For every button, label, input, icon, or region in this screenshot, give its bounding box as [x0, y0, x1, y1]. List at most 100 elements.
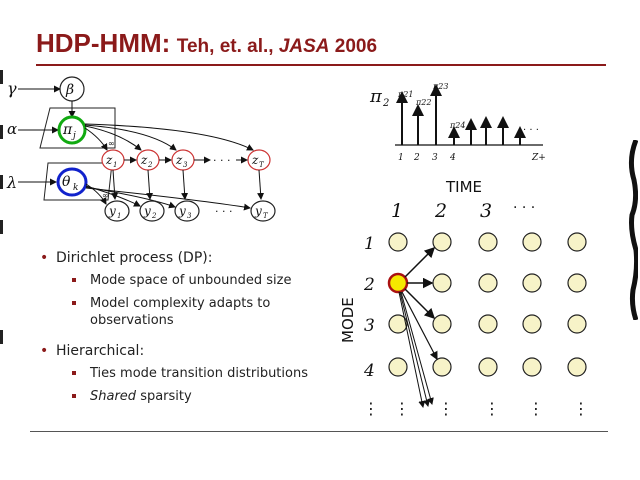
edge-pi-zT — [84, 123, 254, 151]
y1-symbol: y — [108, 204, 116, 218]
title-journal: JASA — [278, 36, 330, 57]
state-node — [567, 273, 587, 293]
stick-tick-1: 1 — [398, 153, 404, 163]
pi-subscript: j — [71, 131, 76, 141]
stick-label-4: π24 — [449, 121, 465, 130]
state-node — [567, 314, 587, 334]
theta-subscript: k — [73, 183, 78, 193]
slide-title: HDP-HMM: Teh, et. al., JASA 2006 — [36, 28, 377, 59]
stick-label-2: π22 — [415, 98, 431, 107]
bottom-rule — [30, 431, 608, 432]
title-main: HDP-HMM: — [36, 28, 171, 58]
edge-pi-z3 — [84, 124, 177, 151]
theta-plate — [43, 162, 113, 201]
state-node — [432, 232, 452, 252]
edge-z1-y1 — [111, 169, 119, 200]
state-node — [567, 232, 587, 252]
column-vellipsis-2: ⋮ — [438, 399, 454, 418]
edge-z2-y2 — [146, 169, 154, 200]
edge-mark — [0, 330, 3, 344]
state-node — [478, 232, 498, 252]
stick-tick-2: 2 — [413, 153, 420, 163]
edge-theta-yT — [85, 187, 251, 211]
state-node — [478, 273, 498, 293]
z3-symbol: z — [175, 153, 183, 167]
theta-plate-label: ∞ — [102, 191, 109, 200]
edge-mark — [0, 70, 3, 84]
y-chain: y 1 y 2 y 3 · · · y T — [104, 200, 276, 222]
bullet-list: Dirichlet process (DP): Mode space of un… — [40, 250, 330, 411]
transition-to-mode-1 — [404, 246, 436, 278]
title-citation: Teh, et. al., JASA 2006 — [177, 36, 377, 57]
bullet-hierarchical: Hierarchical: — [40, 343, 330, 359]
y3-subscript: 3 — [187, 212, 192, 220]
state-node — [522, 314, 542, 334]
y3-symbol: y — [178, 204, 186, 218]
y1-node — [104, 200, 130, 222]
transition-to-mode-3 — [404, 288, 436, 320]
y2-subscript: 2 — [151, 212, 157, 220]
edge-pi-z1 — [84, 127, 108, 151]
z-chain: z 1 z 2 z 3 z T · · · — [101, 149, 271, 171]
pi-node — [57, 115, 87, 145]
stick-plot-label: π — [369, 86, 383, 107]
theta-symbol: θ — [62, 174, 71, 190]
stick-tick-4: 4 — [449, 153, 456, 163]
mode-trellis: TIME MODE 1 2 3 · · · 1 2 3 4 — [339, 178, 589, 418]
time-tick-1: 1 — [391, 200, 403, 222]
title-year: 2006 — [334, 36, 378, 57]
yT-node — [250, 200, 276, 222]
shared-emphasis: Shared — [90, 389, 137, 404]
state-node — [388, 232, 408, 252]
bullet-dp: Dirichlet process (DP): — [40, 250, 330, 266]
pi-plate — [39, 107, 116, 149]
z3-subscript: 3 — [183, 161, 188, 169]
column-vellipsis-3: ⋮ — [484, 399, 500, 418]
yT-symbol: y — [254, 204, 262, 218]
state-node — [478, 314, 498, 334]
transition-to-mode-5 — [400, 291, 434, 405]
zT-subscript: T — [259, 161, 265, 169]
highlighted-state-node — [387, 272, 409, 294]
time-tick-ellipsis: · · · — [513, 200, 535, 216]
state-node — [478, 357, 498, 377]
edge-mark — [0, 220, 3, 234]
state-node — [388, 357, 408, 377]
stick-plot-label-sub: 2 — [382, 98, 389, 109]
stick-label-3: π23 — [432, 82, 448, 91]
mode-tick-vellipsis: ⋮ — [363, 399, 379, 418]
lambda-label: λ — [6, 173, 17, 192]
state-node — [432, 357, 452, 377]
edge-theta-y1 — [85, 183, 107, 205]
mode-tick-3: 3 — [364, 316, 375, 336]
yT-subscript: T — [263, 212, 269, 220]
bullet-hier-sub-1: Ties mode transition distributions — [40, 365, 330, 382]
time-axis-label: TIME — [445, 178, 482, 196]
state-node — [522, 357, 542, 377]
theta-node — [56, 167, 88, 197]
alpha-label: α — [7, 120, 17, 138]
y2-symbol: y — [143, 204, 151, 218]
column-vellipsis-1: ⋮ — [394, 399, 410, 418]
trellis-nodes — [387, 232, 587, 377]
stick-ellipsis: . . . — [523, 122, 539, 133]
bullet-hier-sub-2: Shared sparsity — [40, 388, 330, 405]
z-ellipsis: · · · — [213, 154, 230, 167]
stick-plot: π 2 π21 π22 π23 π24 . . . 1 2 3 4 Z+ — [369, 82, 546, 163]
time-tick-3: 3 — [480, 200, 492, 222]
transition-to-mode-4 — [401, 291, 438, 361]
z1-symbol: z — [105, 153, 113, 167]
state-node — [432, 314, 452, 334]
transition-to-mode-7 — [398, 291, 426, 408]
mode-tick-2: 2 — [363, 275, 375, 295]
stick-axis-label: Z+ — [531, 153, 546, 163]
stick-label-1: π21 — [397, 90, 413, 99]
mode-tick-4: 4 — [363, 361, 375, 381]
mode-axis-label: MODE — [339, 297, 357, 343]
transition-to-mode-6 — [399, 291, 430, 407]
gamma-label: γ — [7, 79, 17, 98]
edge-pi-z2 — [84, 125, 142, 151]
edge-mark — [0, 175, 3, 189]
z1-subscript: 1 — [113, 161, 117, 169]
